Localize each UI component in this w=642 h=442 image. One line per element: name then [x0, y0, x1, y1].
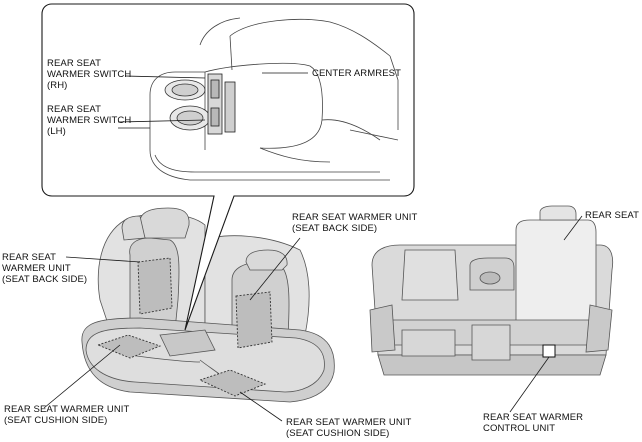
label-rh-switch: REAR SEAT WARMER SWITCH (RH): [47, 58, 132, 91]
label-back-right: REAR SEAT WARMER UNIT (SEAT BACK SIDE): [292, 212, 418, 234]
armrest-inset: [41, 3, 415, 331]
label-control-unit: REAR SEAT WARMER CONTROL UNIT: [483, 412, 584, 434]
label-cushion-right: REAR SEAT WARMER UNIT (SEAT CUSHION SIDE…: [286, 417, 412, 439]
label-center-armrest: CENTER ARMREST: [312, 68, 402, 79]
label-rear-seat: REAR SEAT: [585, 210, 640, 221]
label-cushion-left: REAR SEAT WARMER UNIT (SEAT CUSHION SIDE…: [4, 404, 130, 426]
leader-lines: [43, 72, 583, 422]
rear-seat-front-view: [81, 207, 335, 403]
rear-seat-back-view: [369, 205, 614, 376]
label-back-left: REAR SEAT WARMER UNIT (SEAT BACK SIDE): [2, 252, 88, 285]
label-lh-switch: REAR SEAT WARMER SWITCH (LH): [47, 104, 132, 137]
